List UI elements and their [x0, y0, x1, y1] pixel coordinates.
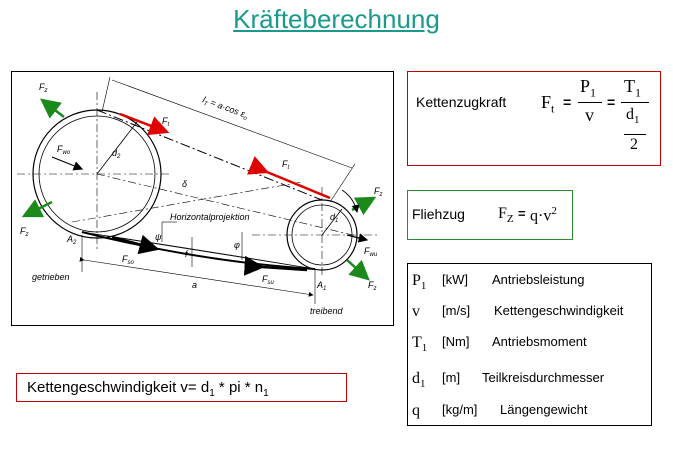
fraction-line-1	[578, 102, 602, 103]
legend-row-d1: d1 [m] Teilkreisdurchmesser	[412, 364, 650, 392]
lt-dimension	[101, 76, 356, 203]
legend-symbol: v	[412, 303, 420, 320]
v-symbol: v	[585, 105, 594, 125]
fraction-line-2	[621, 102, 649, 103]
fz-bottom-left-label: Fz	[20, 226, 29, 238]
fwu-label: Fwu	[364, 246, 378, 258]
legend-description: Antriebsmoment	[492, 334, 587, 349]
legend-row-q: q [kg/m] Längengewicht	[412, 396, 650, 424]
legend-symbol: T1	[412, 334, 428, 355]
a-label: a	[192, 280, 197, 290]
chain-drive-drawing: Fz Fz Fz Fz Fwo Fwu Ft Ft Fso Fsu d2 d1 …	[17, 76, 383, 316]
two-symbol: 2	[630, 136, 638, 153]
treibend-label: treibend	[310, 306, 344, 316]
d1-line	[321, 208, 343, 236]
fz-bottom-left-arrow	[21, 199, 53, 218]
a-dimension	[79, 235, 316, 304]
legend-unit: [Nm]	[442, 334, 470, 349]
chain-drive-diagram: Fz Fz Fz Fz Fwo Fwu Ft Ft Fso Fsu d2 d1 …	[11, 71, 394, 326]
getrieben-label: getrieben	[32, 272, 70, 282]
variable-legend: P1 [kW] Antriebsleistung v [m/s] Ketteng…	[407, 263, 652, 426]
fz-top-right-arrow	[351, 196, 377, 216]
phi-label: φ	[234, 240, 240, 250]
kettengeschwindigkeit-box: Kettengeschwindigkeit v= d1 * pi * n1	[16, 373, 347, 402]
p1-symbol: P1	[580, 76, 597, 100]
legend-symbol: d1	[412, 370, 426, 391]
legend-unit: [kg/m]	[442, 402, 478, 417]
horizontal-projection-label: Horizontalprojektion	[170, 212, 250, 222]
legend-row-p1: P1 [kW] Antriebsleistung	[412, 266, 650, 294]
legend-description: Antriebsleistung	[492, 272, 585, 287]
fso-label: Fso	[122, 254, 135, 266]
equals-1: =	[563, 94, 572, 110]
fz-symbol: FZ	[498, 205, 514, 226]
ft-symbol: Ft	[541, 92, 555, 116]
legend-row-v: v [m/s] Kettengeschwindigkeit	[412, 297, 650, 325]
legend-description: Kettengeschwindigkeit	[494, 303, 624, 318]
a1-label: A1	[316, 280, 326, 292]
kettengeschwindigkeit-formula: Kettengeschwindigkeit v= d1 * pi * n1	[27, 379, 269, 399]
fwo-arrow	[51, 156, 84, 171]
legend-symbol: q	[412, 402, 420, 419]
center-lines	[17, 92, 377, 277]
delta-label: δ	[182, 179, 188, 189]
fliehzug-rhs: q·v2	[530, 205, 557, 225]
f-label: f	[185, 249, 189, 259]
d2-line	[96, 121, 138, 175]
fliehzug-box: Fliehzug FZ = q·v2	[407, 190, 573, 240]
ft-upper-arrow	[119, 112, 170, 136]
chain-strands	[81, 109, 323, 270]
fz-bottom-right-label: Fz	[368, 280, 377, 292]
legend-row-t1: T1 [Nm] Antriebsmoment	[412, 328, 650, 356]
psi-label: ψ	[155, 232, 162, 242]
d2-label: d2	[112, 148, 121, 160]
legend-unit: [m/s]	[442, 303, 471, 318]
fliehzug-label: Fliehzug	[412, 206, 465, 222]
fz-bottom-right-arrow	[346, 259, 370, 281]
legend-unit: [m]	[442, 370, 461, 385]
legend-symbol: P1	[412, 272, 427, 293]
kettenzugkraft-box: Kettenzugkraft Ft = P1 v = T1 d1 2	[407, 71, 661, 166]
lt-formula-label: lT = a·cos εo	[201, 94, 251, 122]
ft-upper-label: Ft	[162, 116, 170, 128]
fz-top-right-label: Fz	[374, 186, 383, 198]
a2-label: A2	[66, 234, 77, 246]
fraction-line-3	[624, 134, 646, 135]
d1-symbol: d1	[626, 106, 640, 127]
fliehzug-equals: =	[518, 206, 526, 221]
legend-description: Längengewicht	[500, 402, 588, 417]
legend-unit: [kW]	[442, 272, 468, 287]
legend-description: Teilkreisdurchmesser	[482, 370, 605, 385]
horizontal-projection	[81, 221, 316, 270]
ft-lower-arrow	[247, 156, 331, 200]
fso-arrow	[111, 234, 160, 255]
fwu-arrow	[346, 233, 369, 243]
fsu-label: Fsu	[262, 274, 275, 286]
fwo-label: Fwo	[57, 144, 71, 156]
page-title: Kräfteberechnung	[233, 4, 440, 34]
rotation-arrow	[341, 189, 360, 213]
fz-top-left-arrow	[40, 98, 65, 119]
d1-label: d1	[330, 212, 338, 224]
ft-lower-label: Ft	[282, 159, 290, 171]
equals-2: =	[607, 94, 616, 110]
fz-top-left-label: Fz	[39, 82, 48, 94]
kettenzugkraft-label: Kettenzugkraft	[416, 94, 507, 110]
t1-symbol: T1	[624, 76, 641, 100]
